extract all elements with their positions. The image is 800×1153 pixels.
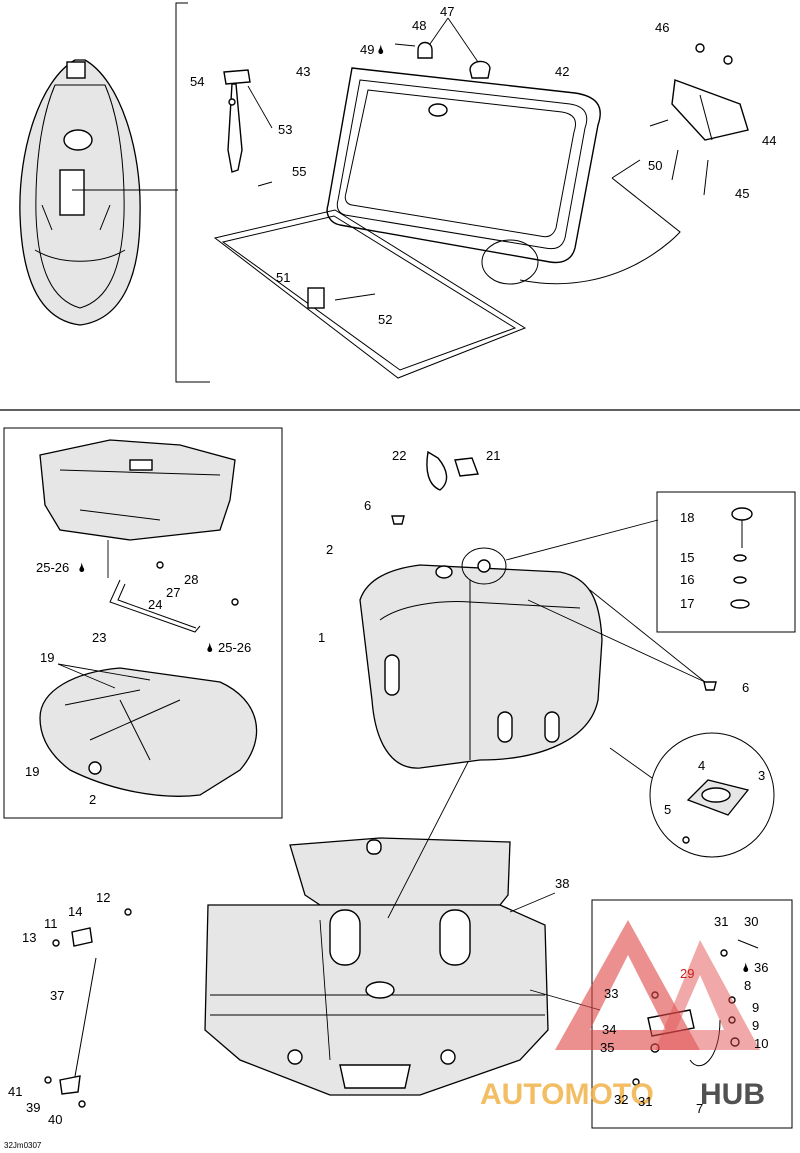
inner-liner: [39, 667, 258, 797]
callout-31-a: 31: [714, 914, 728, 929]
callout-28: 28: [184, 572, 198, 587]
hull-top-view: [19, 59, 141, 326]
support-bracket: [481, 43, 749, 285]
callout-6-b: 6: [742, 680, 749, 695]
callout-13: 13: [22, 930, 36, 945]
callout-29: 29: [680, 966, 694, 981]
callout-38: 38: [555, 876, 569, 891]
callout-31-b: 31: [638, 1094, 652, 1109]
callout-41: 41: [8, 1084, 22, 1099]
diagram-code: 32Jm0307: [4, 1141, 42, 1150]
callout-39: 39: [26, 1100, 40, 1115]
callout-19-a: 19: [40, 650, 54, 665]
callout-49: 49: [360, 42, 374, 57]
callout-46: 46: [655, 20, 669, 35]
drop-icon-25-26-b: 🌢: [206, 640, 214, 655]
callout-44: 44: [762, 133, 776, 148]
callout-16: 16: [680, 572, 694, 587]
callout-47: 47: [440, 4, 454, 19]
callout-21: 21: [486, 448, 500, 463]
callout-35: 35: [600, 1040, 614, 1055]
callout-34: 34: [602, 1022, 616, 1037]
callout-37: 37: [50, 988, 64, 1003]
callout-11: 11: [44, 916, 58, 931]
callout-22: 22: [392, 448, 406, 463]
callout-9-a: 9: [752, 1000, 759, 1015]
callout-23: 23: [92, 630, 106, 645]
callout-52: 52: [378, 312, 392, 327]
callout-40: 40: [48, 1112, 62, 1127]
callout-19-b: 19: [25, 764, 39, 779]
callout-17: 17: [680, 596, 694, 611]
callout-1: 1: [318, 630, 325, 645]
screw-6-top: [391, 515, 405, 525]
storage-cover: [326, 67, 601, 264]
watermark-word-automoto: AUTOMOTO: [480, 1078, 654, 1111]
hinge-parts: [223, 69, 273, 187]
callout-labels: 54 53 55 43 48 47 49 🌢 42 46 44 50 45 51…: [4, 4, 776, 1150]
watermark-word-hub: HUB: [700, 1078, 765, 1111]
rail-assembly: [109, 561, 239, 633]
storage-bin: [39, 439, 236, 541]
callout-27: 27: [166, 585, 180, 600]
grommet-parts: [682, 779, 750, 844]
callout-45: 45: [735, 186, 749, 201]
callout-18: 18: [680, 510, 694, 525]
callout-2-a: 2: [89, 792, 96, 807]
callout-53: 53: [278, 122, 292, 137]
callout-15: 15: [680, 550, 694, 565]
callout-2-b: 2: [326, 542, 333, 557]
callout-50: 50: [648, 158, 662, 173]
storage-tray-outline: [213, 209, 527, 379]
callout-4: 4: [698, 758, 705, 773]
callout-24: 24: [148, 597, 162, 612]
callout-51: 51: [276, 270, 290, 285]
gas-strut: [44, 908, 132, 1108]
clamp-parts: [426, 450, 479, 491]
callout-9-b: 9: [752, 1018, 759, 1033]
top-section-bracket: [175, 2, 210, 383]
callout-12: 12: [96, 890, 110, 905]
drop-icon-49: 🌢: [377, 42, 385, 57]
callout-55: 55: [292, 164, 306, 179]
screw-6-right: [703, 681, 717, 691]
detail-circle-top: [461, 547, 507, 585]
drop-icon-25-26-a: 🌢: [78, 560, 86, 575]
callout-30: 30: [744, 914, 758, 929]
callout-6-a: 6: [364, 498, 371, 513]
callout-54: 54: [190, 74, 204, 89]
callout-25-26-a: 25-26: [36, 560, 69, 575]
latch-parts: [394, 17, 491, 79]
callout-14: 14: [68, 904, 82, 919]
storage-tub: [359, 559, 603, 769]
inset-frame-fastener: [656, 491, 796, 633]
callout-3: 3: [758, 768, 765, 783]
callout-43: 43: [296, 64, 310, 79]
callout-10: 10: [754, 1036, 768, 1051]
watermark: AUTOMOTO HUB: [480, 920, 765, 1111]
inset-frame-left: [3, 427, 283, 819]
drop-icon-36: 🌢: [742, 960, 750, 975]
callout-32: 32: [614, 1092, 628, 1107]
callout-36: 36: [754, 960, 768, 975]
hull-rear-view: [204, 837, 549, 1096]
callout-42: 42: [555, 64, 569, 79]
detail-circle-grommet: [649, 732, 775, 858]
callout-8: 8: [744, 978, 751, 993]
callout-25-26-b: 25-26: [218, 640, 251, 655]
callout-33: 33: [604, 986, 618, 1001]
fastener-stack: [730, 507, 753, 609]
callout-7: 7: [696, 1101, 703, 1116]
callout-48: 48: [412, 18, 426, 33]
callout-5: 5: [664, 802, 671, 817]
watermark-logo: [555, 920, 700, 1050]
